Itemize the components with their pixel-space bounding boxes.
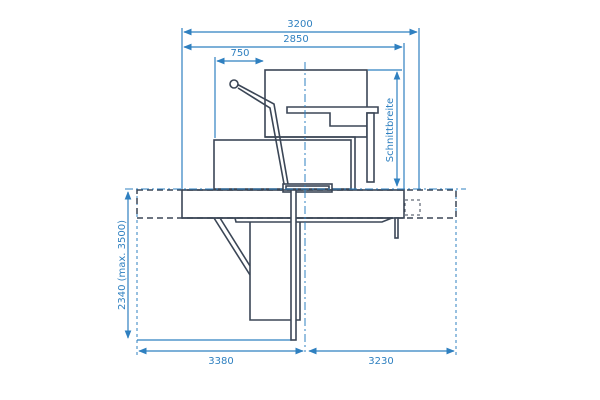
dimension-3230-label: 3230 — [368, 356, 393, 367]
dimension-height-label: 2340 (max. 3500) — [117, 220, 128, 310]
upper-guard — [264, 69, 368, 138]
lever — [232, 81, 289, 185]
leg — [394, 217, 399, 239]
vertical-rod — [290, 189, 297, 341]
lever-knob — [229, 79, 239, 89]
base-column — [249, 222, 301, 321]
support-strut — [213, 217, 251, 276]
support-post — [366, 112, 375, 183]
lower-housing — [213, 139, 352, 190]
side-box — [404, 199, 421, 216]
dimension-750-label: 750 — [230, 48, 249, 59]
machine-outline — [136, 69, 457, 341]
dimension-2850-label: 2850 — [283, 34, 308, 45]
dimension-3200-label: 3200 — [287, 19, 312, 30]
dimension-3380-label: 3380 — [208, 356, 233, 367]
table-frame-dashed — [136, 189, 457, 219]
extension-lines — [136, 28, 457, 355]
rip-fence — [282, 183, 333, 193]
dimension-cut-width-label: Schnittbreite — [385, 98, 396, 162]
